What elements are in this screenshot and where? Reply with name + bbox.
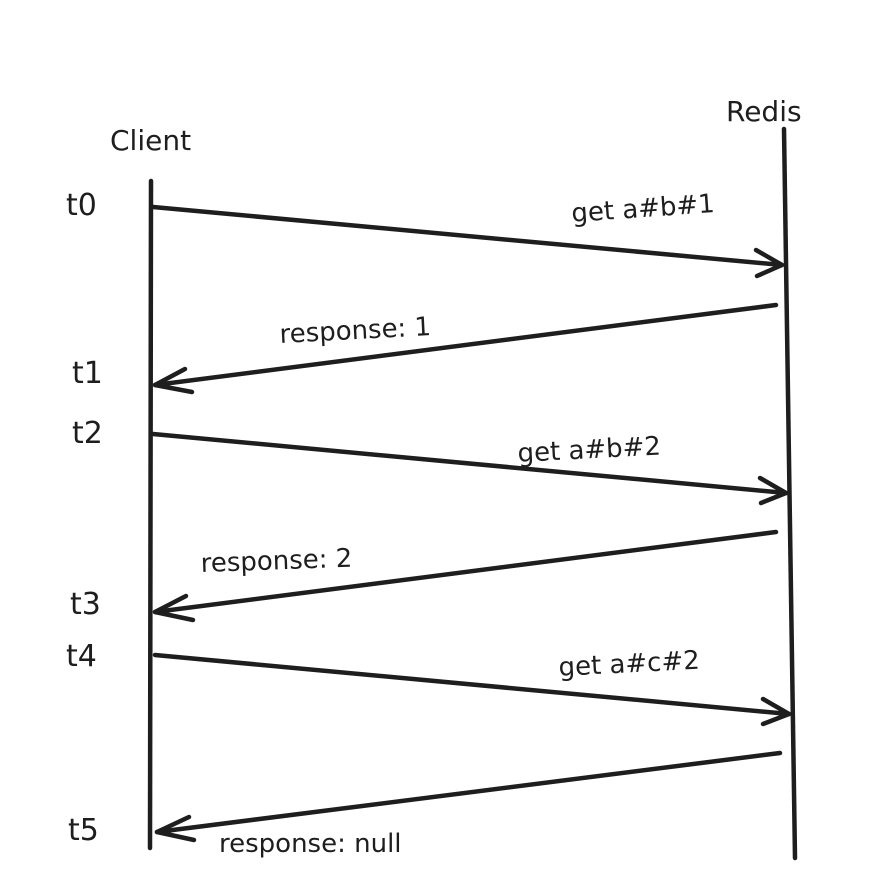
message-label-2: response: 1 <box>279 312 432 350</box>
message-arrow-3 <box>150 431 789 506</box>
time-label-t1: t1 <box>72 356 103 391</box>
time-label-t3: t3 <box>70 587 101 622</box>
redis-lifeline <box>781 126 798 861</box>
client-lifeline <box>147 178 154 851</box>
message-label-1: get a#b#1 <box>570 189 715 229</box>
message-label-3: get a#b#2 <box>517 432 662 469</box>
message-arrow-6 <box>154 750 783 843</box>
message-arrow-1 <box>150 204 785 279</box>
client-actor-label: Client <box>110 124 191 157</box>
message-label-4: response: 2 <box>200 544 353 579</box>
message-arrow-2 <box>152 302 779 395</box>
message-arrow-5 <box>152 652 792 727</box>
redis-actor-label: Redis <box>726 95 802 128</box>
message-label-5: get a#c#2 <box>558 646 701 683</box>
time-label-t2: t2 <box>72 416 103 451</box>
message-arrow-4 <box>152 529 779 623</box>
time-label-t5: t5 <box>68 813 99 848</box>
time-label-t4: t4 <box>66 639 97 674</box>
time-label-t0: t0 <box>66 188 97 223</box>
message-label-6: response: null <box>219 829 402 859</box>
